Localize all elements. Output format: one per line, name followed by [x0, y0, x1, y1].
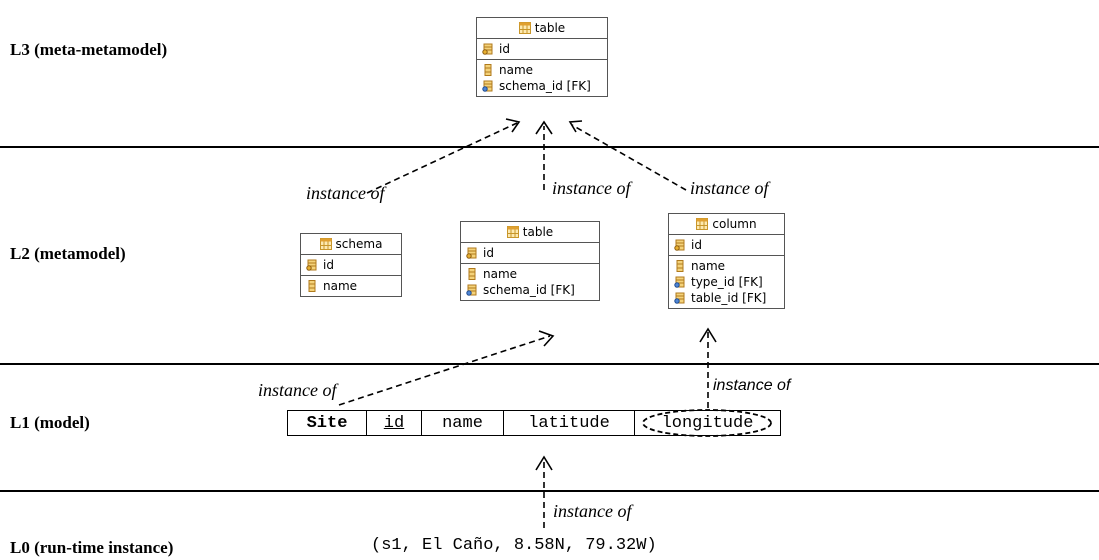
attribute-icon: [468, 268, 476, 280]
instance-of-label: instance of: [553, 501, 632, 521]
l2-column-entity: column id name: [668, 213, 785, 309]
level-label-l3: L3 (meta-metamodel): [10, 40, 168, 59]
runtime-instance-tuple: (s1, El Caño, 8.58N, 79.32W): [371, 536, 657, 555]
attr-field: name: [691, 259, 726, 273]
l2-table-entity: table id name: [460, 221, 600, 301]
foreign-key-icon: [674, 292, 685, 304]
primary-key-icon: [482, 43, 493, 55]
attr-field: name: [323, 279, 358, 293]
primary-key-icon: [466, 247, 477, 259]
pk-field: id: [323, 258, 334, 272]
table-icon: [506, 226, 519, 238]
level-label-l1: L1 (model): [10, 413, 90, 432]
instance-of-label: instance of: [690, 178, 769, 198]
attribute-icon: [484, 64, 492, 76]
entity-title: column: [712, 217, 757, 231]
primary-key-icon: [306, 259, 317, 271]
arrowhead: [568, 120, 583, 133]
arrowhead: [535, 455, 553, 471]
entity-title: table: [534, 21, 566, 35]
attribute-icon: [676, 260, 684, 272]
arrowhead: [538, 330, 555, 347]
instance-of-label: instance of: [306, 183, 385, 203]
arrowhead: [535, 120, 553, 135]
instance-arrow: [571, 124, 687, 191]
pk-field: id: [483, 246, 494, 260]
instance-of-label: instance of: [552, 178, 631, 198]
attribute-icon: [308, 280, 316, 292]
table-icon: [518, 22, 531, 34]
level-label-l0: L0 (run-time instance): [10, 538, 174, 557]
fk-field: type_id [FK]: [691, 275, 763, 289]
level-label-l2: L2 (metamodel): [10, 244, 126, 263]
instance-of-label: instance of: [258, 380, 337, 400]
arrowhead: [699, 327, 717, 343]
arrowhead: [505, 118, 521, 133]
fk-field: table_id [FK]: [691, 291, 767, 305]
entity-title: table: [522, 225, 554, 239]
highlight-ellipse: [642, 409, 772, 437]
column-cell: latitude: [504, 411, 635, 435]
foreign-key-icon: [482, 80, 493, 92]
table-icon: [319, 238, 332, 250]
level-separator: [0, 363, 1099, 365]
fk-field: schema_id [FK]: [499, 79, 591, 93]
table-icon: [696, 218, 709, 230]
relation-name-cell: Site: [288, 411, 367, 435]
level-separator: [0, 490, 1099, 492]
instance-arrow: [338, 335, 551, 406]
l3-table-entity: table id name: [476, 17, 608, 97]
site-relation: Site id name latitude longitude: [287, 410, 781, 436]
level-separator: [0, 146, 1099, 148]
attr-field: name: [483, 267, 518, 281]
pk-field: id: [499, 42, 510, 56]
column-cell: name: [422, 411, 504, 435]
key-column-cell: id: [367, 411, 422, 435]
highlighted-column-cell: longitude: [661, 413, 754, 433]
pk-field: id: [691, 238, 702, 252]
fk-field: schema_id [FK]: [483, 283, 575, 297]
foreign-key-icon: [466, 284, 477, 296]
attr-field: name: [499, 63, 534, 77]
instance-arrow: [366, 122, 518, 194]
entity-title: schema: [335, 237, 383, 251]
primary-key-icon: [674, 239, 685, 251]
instance-of-label: instance of: [713, 377, 791, 394]
l2-schema-entity: schema id name: [300, 233, 402, 297]
foreign-key-icon: [674, 276, 685, 288]
